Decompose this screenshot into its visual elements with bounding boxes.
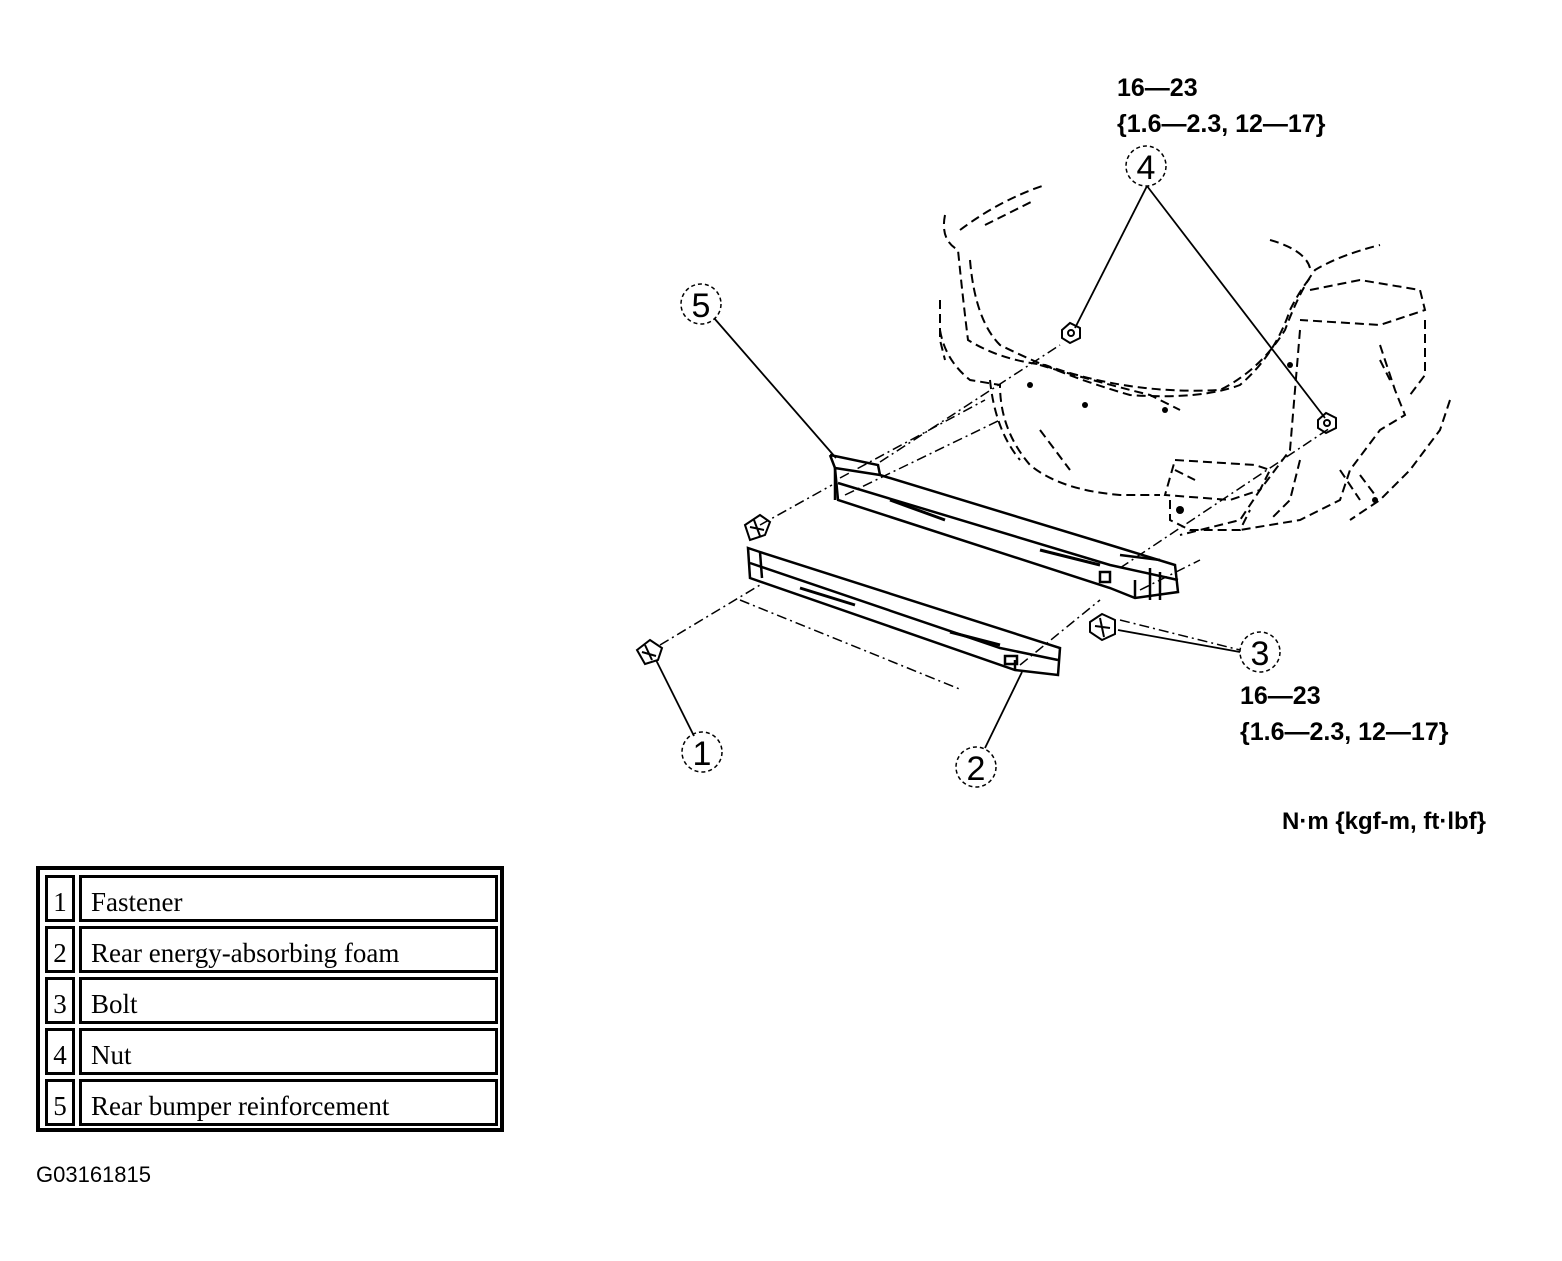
callout-number-1: 1 (693, 735, 712, 773)
assembly-alignment-lines (659, 344, 1331, 691)
legend-number: 3 (45, 977, 75, 1024)
vehicle-body-outline (939, 184, 1451, 536)
rear-energy-absorbing-foam (746, 546, 1062, 677)
callout-number-2: 2 (967, 750, 986, 788)
callout-circle-4 (1125, 145, 1167, 187)
legend-part-name: Rear bumper reinforcement (79, 1079, 498, 1126)
legend-number: 5 (45, 1079, 75, 1126)
fastener-clips (635, 513, 772, 666)
callout-circle-3 (1239, 631, 1281, 673)
legend-row: 2 Rear energy-absorbing foam (45, 926, 498, 973)
legend-row: 5 Rear bumper reinforcement (45, 1079, 498, 1126)
legend-number: 2 (45, 926, 75, 973)
callout-circles (680, 145, 1281, 788)
torque-spec-bolt-alt: {1.6—2.3, 12—17} (1240, 718, 1449, 746)
callout-number-5: 5 (692, 287, 711, 325)
figure-id: G03161815 (36, 1162, 151, 1187)
nuts (1061, 321, 1337, 435)
callout-number-3: 3 (1251, 635, 1270, 673)
callout-leader-lines (655, 185, 1326, 749)
legend-part-name: Rear energy-absorbing foam (79, 926, 498, 973)
legend-part-name: Nut (79, 1028, 498, 1075)
legend-part-name: Fastener (79, 875, 498, 922)
torque-units-note: N·m {kgf-m, ft·lbf} (1282, 808, 1486, 835)
torque-spec-bolt-nm: 16—23 (1240, 682, 1321, 710)
callout-circle-5 (680, 283, 722, 325)
torque-spec-nut-alt: {1.6—2.3, 12—17} (1117, 110, 1326, 138)
callout-circle-1 (681, 731, 723, 773)
rear-bumper-reinforcement (828, 453, 1180, 600)
torque-spec-bolt: 16—23 {1.6—2.3, 12—17} (1240, 678, 1448, 750)
legend-row: 3 Bolt (45, 977, 498, 1024)
legend-row: 1 Fastener (45, 875, 498, 922)
legend-row: 4 Nut (45, 1028, 498, 1075)
legend-number: 1 (45, 875, 75, 922)
vehicle-body-details (1027, 362, 1378, 514)
legend-number: 4 (45, 1028, 75, 1075)
callout-number-4: 4 (1137, 149, 1156, 187)
parts-legend-table: 1 Fastener 2 Rear energy-absorbing foam … (36, 866, 504, 1132)
callout-circle-2 (955, 746, 997, 788)
torque-spec-nut-nm: 16—23 (1117, 74, 1198, 102)
legend-part-name: Bolt (79, 977, 498, 1024)
torque-spec-nut: 16—23 {1.6—2.3, 12—17} (1117, 70, 1325, 142)
callout-numbers: 1 2 3 4 5 (692, 149, 1270, 788)
bolt (1089, 612, 1116, 642)
